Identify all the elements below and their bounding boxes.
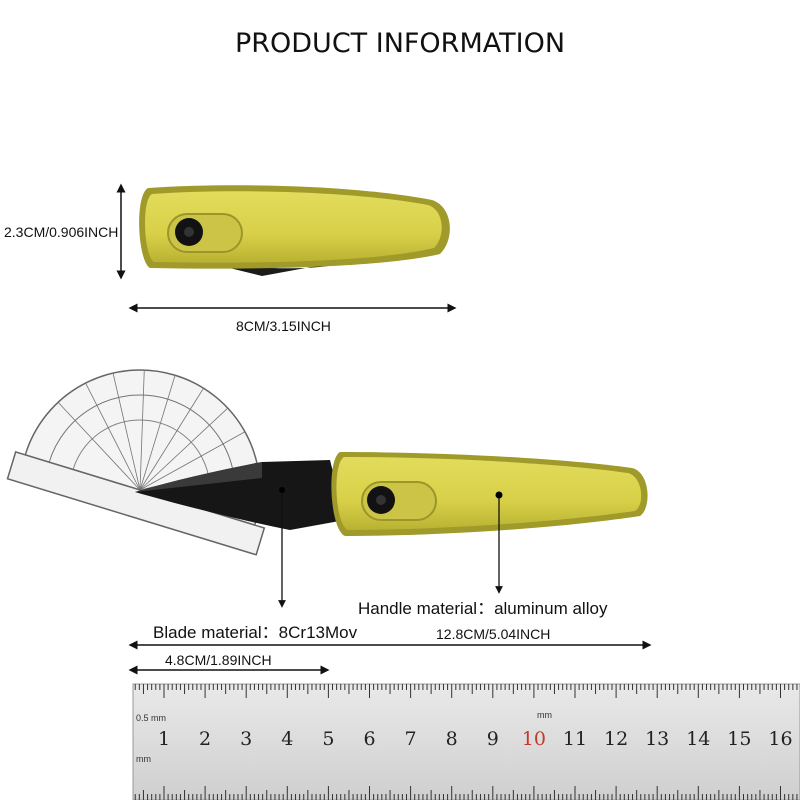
ruler-number: 14 (686, 728, 710, 750)
ruler-number: 4 (281, 728, 293, 750)
ruler-number: 16 (768, 728, 792, 750)
ruler-number: 15 (727, 728, 751, 750)
blade-length-label: 4.8CM/1.89INCH (165, 652, 272, 668)
width-label: 8CM/3.15INCH (236, 318, 331, 334)
handle-material-label: Handle material (358, 599, 478, 618)
ruler-number: 6 (363, 728, 375, 750)
blade-material-label: Blade material (153, 623, 262, 642)
ruler-number: 12 (604, 728, 628, 750)
ruler-unit-bottom: mm (136, 754, 151, 764)
handle-material-sep: ： (477, 599, 495, 618)
ruler-number: 7 (405, 728, 417, 750)
height-label: 2.3CM/0.906INCH (4, 224, 119, 240)
knife-open-graphic (135, 452, 648, 536)
knife-closed-graphic (139, 185, 450, 276)
ruler-unit-mm: mm (537, 710, 552, 720)
ruler-number: 3 (240, 728, 252, 750)
blade-material-text: Blade material：8Cr13Mov (153, 618, 357, 643)
blade-material-value: 8Cr13Mov (278, 623, 358, 642)
ruler-number: 11 (563, 728, 587, 750)
ruler-number: 13 (645, 728, 669, 750)
handle-material-text: Handle material：aluminum alloy (358, 594, 607, 619)
open-length-label: 12.8CM/5.04INCH (436, 626, 551, 642)
ruler-number: 2 (199, 728, 211, 750)
ruler-number: 8 (446, 728, 458, 750)
page-title: PRODUCT INFORMATION (234, 28, 566, 59)
handle-material-value: aluminum alloy (494, 599, 608, 618)
ruler-number: 1 (158, 728, 170, 750)
ruler-number: 9 (487, 728, 499, 750)
ruler-unit-top: 0.5 mm (136, 713, 166, 723)
blade-material-sep: ： (261, 623, 279, 642)
ruler-number: 10 (522, 728, 546, 750)
ruler-number: 5 (322, 728, 334, 750)
